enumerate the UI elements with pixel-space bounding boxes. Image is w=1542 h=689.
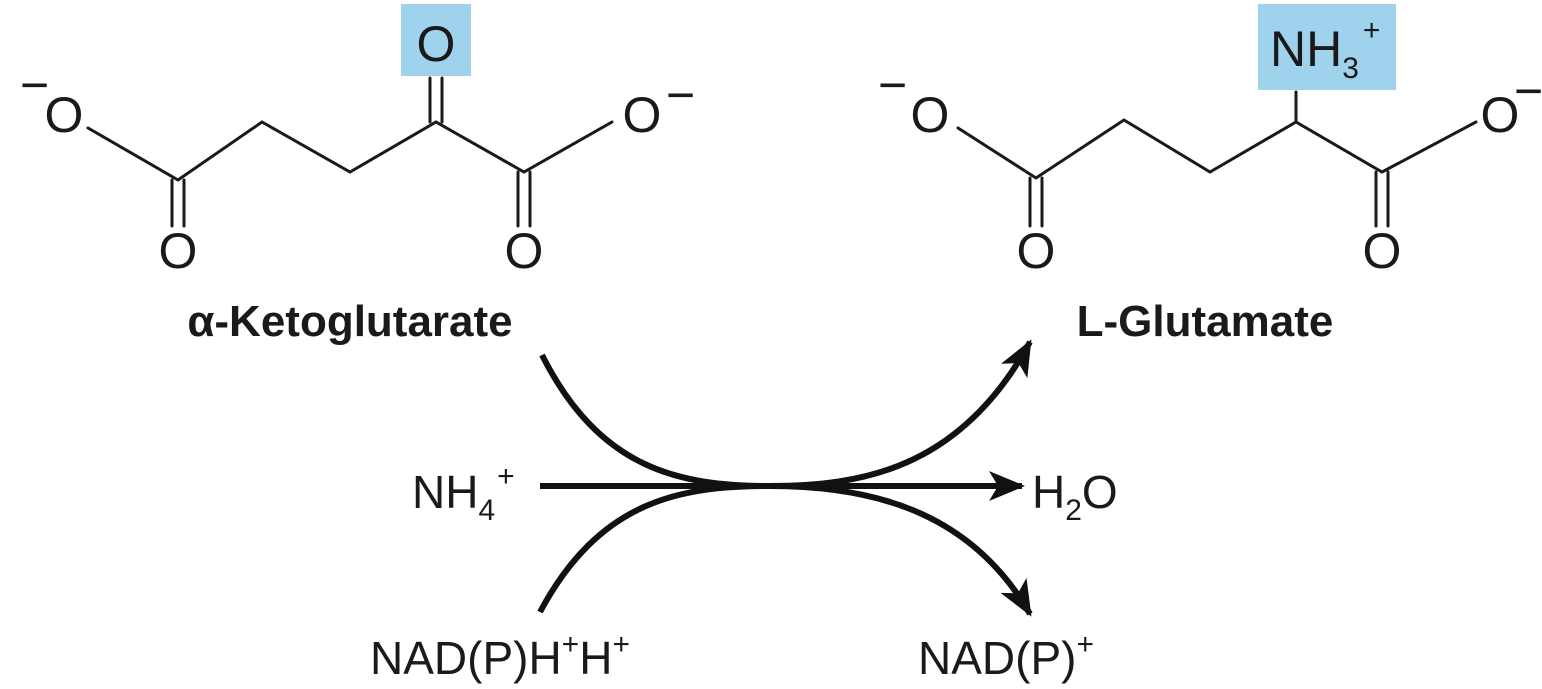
keto-oxygen-highlight (401, 4, 471, 76)
reactant-right-carboxylate-charge: − (666, 67, 695, 123)
main-reaction-arrow (539, 339, 1033, 490)
product-left-carboxylate-charge: − (878, 57, 907, 113)
reactant-left-carboxylate-charge: − (20, 57, 49, 113)
water-label: H2O (1032, 466, 1118, 527)
reactant-right-carboxylate-oxygen: O (623, 87, 662, 143)
reactant-name: α-Ketoglutarate (187, 297, 512, 346)
product-name: L-Glutamate (1077, 297, 1334, 346)
amino-group: NH3+ (1270, 14, 1380, 85)
product-right-carbonyl-oxygen: O (1363, 223, 1402, 279)
product-right-carboxylate-oxygen: O (1481, 87, 1520, 143)
alpha-ketoglutarate-structure: O − O O − O O α-Ketoglutarate (20, 4, 695, 346)
product-right-carboxylate-charge: − (1514, 63, 1542, 119)
reactant-left-carboxylate-oxygen: O (45, 87, 84, 143)
product-left-carbonyl-oxygen: O (1017, 223, 1056, 279)
ammonium-label: NH4+ (412, 460, 515, 527)
reactant-left-carbonyl-oxygen: O (159, 223, 198, 279)
product-left-carboxylate-oxygen: O (911, 87, 950, 143)
reaction-arrows (537, 339, 1033, 617)
reduced-cofactor-label: NAD(P)H+H+ (370, 628, 630, 684)
cofactor-oxidation-arrow (537, 482, 1033, 617)
reactant-carbon-chain (86, 120, 614, 182)
reactant-right-carbonyl-oxygen: O (505, 223, 544, 279)
product-carbon-chain (956, 118, 1478, 180)
oxidized-cofactor-label: NAD(P)+ (918, 628, 1094, 684)
l-glutamate-structure: NH3+ − O O − O O L-Glutamate (878, 4, 1542, 346)
keto-oxygen: O (417, 16, 456, 72)
amino-group-highlight (1258, 4, 1396, 90)
